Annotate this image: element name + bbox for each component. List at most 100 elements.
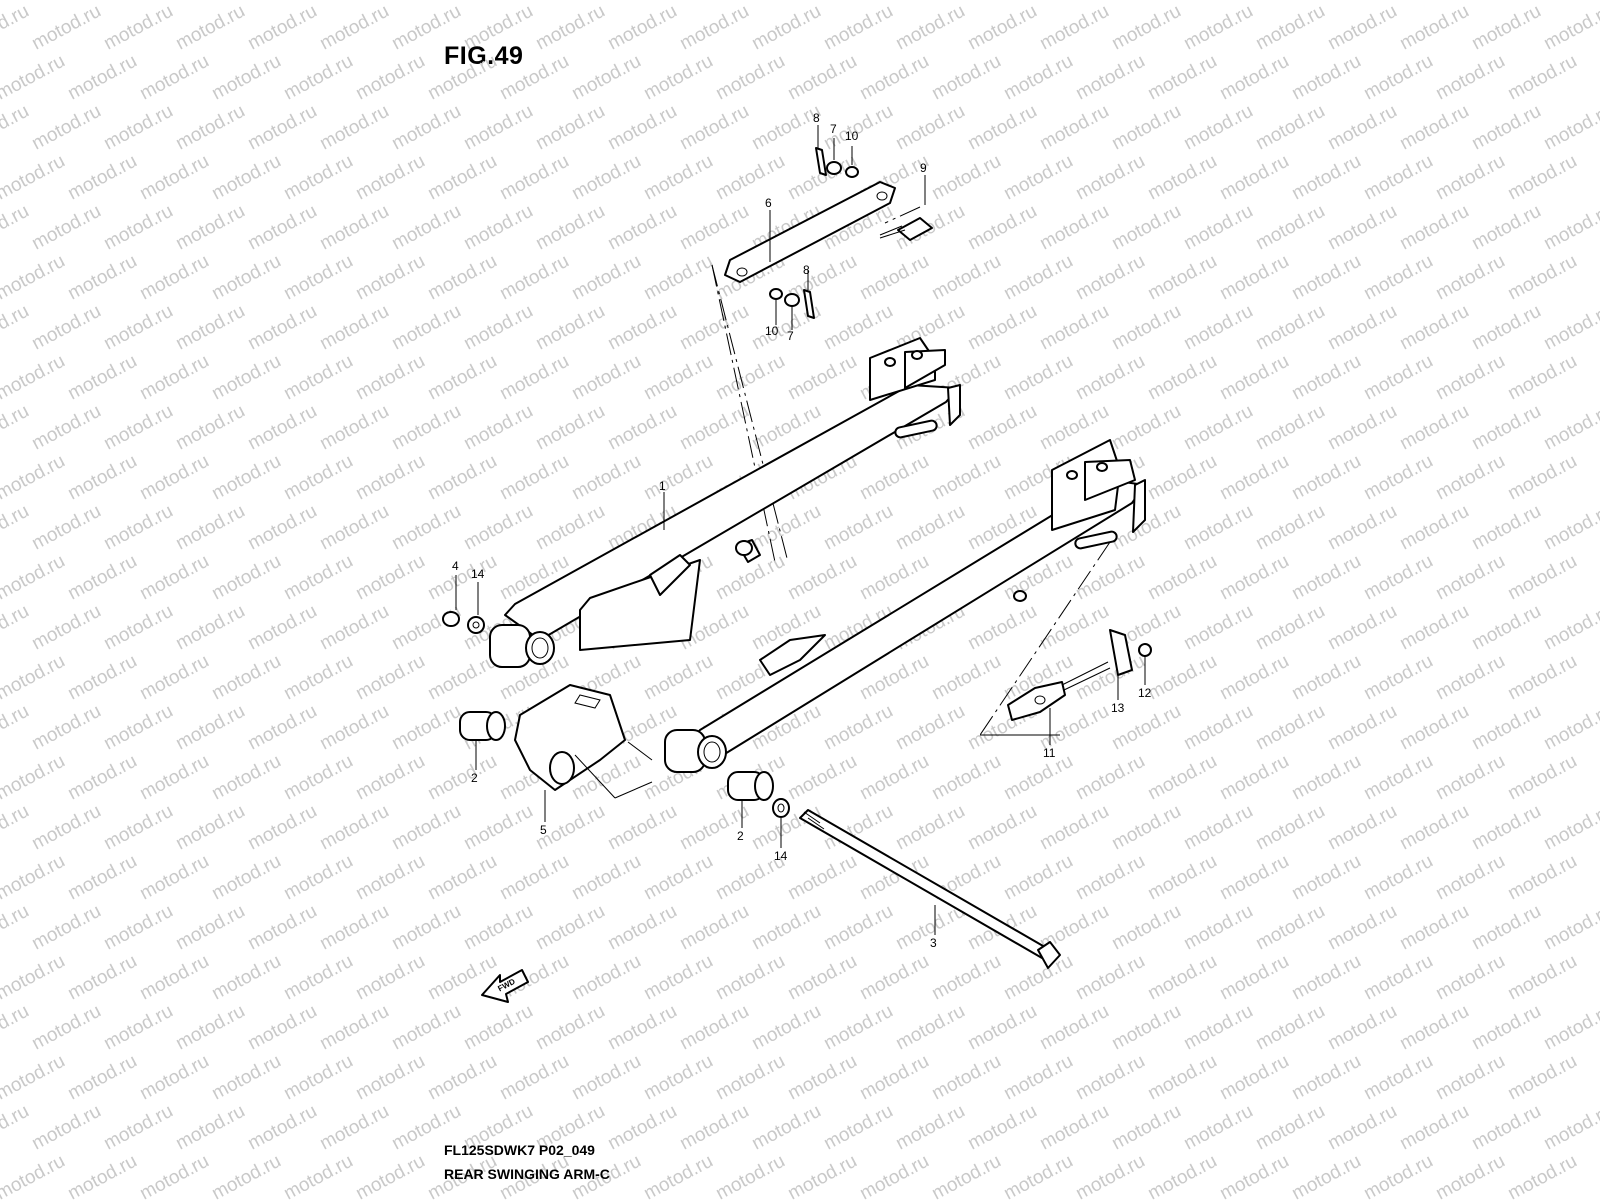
watermark-text: motod.ru	[1504, 1151, 1580, 1200]
watermark-text: motod.ru	[280, 651, 356, 705]
watermark-text: motod.ru	[820, 1101, 896, 1155]
watermark-text: motod.ru	[1072, 0, 1148, 4]
watermark-text: motod.ru	[280, 351, 356, 405]
watermark-text: motod.ru	[0, 451, 69, 505]
watermark-text: motod.ru	[1180, 701, 1256, 755]
watermark-text: motod.ru	[532, 1001, 608, 1055]
watermark-text: motod.ru	[496, 0, 572, 4]
watermark-text: motod.ru	[64, 651, 140, 705]
watermark-text: motod.ru	[100, 301, 176, 355]
watermark-text: motod.ru	[100, 701, 176, 755]
watermark-text: motod.ru	[712, 1051, 788, 1105]
watermark-text: motod.ru	[460, 401, 536, 455]
watermark-text: motod.ru	[1288, 651, 1364, 705]
watermark-text: motod.ru	[1252, 501, 1328, 555]
watermark-text: motod.ru	[1360, 1151, 1436, 1200]
watermark-text: motod.ru	[280, 1151, 356, 1200]
watermark-text: motod.ru	[676, 201, 752, 255]
watermark-text: motod.ru	[172, 901, 248, 955]
watermark-text: motod.ru	[1288, 1151, 1364, 1200]
watermark-text: motod.ru	[1072, 51, 1148, 105]
watermark-text: motod.ru	[676, 401, 752, 455]
watermark-text: motod.ru	[1504, 551, 1580, 605]
watermark-text: motod.ru	[1324, 1101, 1400, 1155]
watermark-text: motod.ru	[1468, 801, 1544, 855]
watermark-text: motod.ru	[64, 851, 140, 905]
watermark-text: motod.ru	[316, 601, 392, 655]
watermark-text: motod.ru	[676, 1001, 752, 1055]
watermark-text: motod.ru	[1144, 51, 1220, 105]
watermark-text: motod.ru	[1288, 851, 1364, 905]
watermark-text: motod.ru	[1144, 0, 1220, 4]
watermark-text: motod.ru	[604, 101, 680, 155]
watermark-text: motod.ru	[568, 851, 644, 905]
watermark-text: motod.ru	[28, 101, 104, 155]
watermark-text: motod.ru	[100, 1101, 176, 1155]
watermark-text: motod.ru	[1072, 951, 1148, 1005]
watermark-text: motod.ru	[172, 1101, 248, 1155]
watermark-text: motod.ru	[0, 51, 69, 105]
watermark-text: motod.ru	[1396, 1001, 1472, 1055]
watermark-text: motod.ru	[1108, 101, 1184, 155]
watermark-text: motod.ru	[964, 301, 1040, 355]
watermark-text: motod.ru	[568, 151, 644, 205]
watermark-text: motod.ru	[1216, 1051, 1292, 1105]
watermark-text: motod.ru	[892, 501, 968, 555]
watermark-text: motod.ru	[1180, 301, 1256, 355]
watermark-text: motod.ru	[1144, 451, 1220, 505]
watermark-text: motod.ru	[388, 801, 464, 855]
watermark-text: motod.ru	[1468, 1001, 1544, 1055]
watermark-text: motod.ru	[964, 1, 1040, 55]
watermark-text: motod.ru	[1540, 801, 1600, 855]
watermark-text: motod.ru	[1288, 451, 1364, 505]
watermark-text: motod.ru	[0, 951, 69, 1005]
callout-3: 3	[930, 936, 937, 950]
watermark-text: motod.ru	[352, 751, 428, 805]
watermark-text: motod.ru	[1360, 851, 1436, 905]
watermark-text: motod.ru	[352, 251, 428, 305]
watermark-text: motod.ru	[1252, 801, 1328, 855]
watermark-text: motod.ru	[352, 1051, 428, 1105]
callout-9: 9	[920, 161, 927, 175]
watermark-text: motod.ru	[460, 101, 536, 155]
watermark-text: motod.ru	[64, 951, 140, 1005]
watermark-text: motod.ru	[100, 201, 176, 255]
watermark-text: motod.ru	[0, 751, 69, 805]
watermark-text: motod.ru	[1540, 501, 1600, 555]
watermark-text: motod.ru	[1504, 651, 1580, 705]
watermark-text: motod.ru	[460, 501, 536, 555]
watermark-text: motod.ru	[244, 201, 320, 255]
watermark-text: motod.ru	[964, 101, 1040, 155]
watermark-text: motod.ru	[748, 1001, 824, 1055]
watermark-text: motod.ru	[928, 951, 1004, 1005]
watermark-text: motod.ru	[1540, 201, 1600, 255]
watermark-text: motod.ru	[0, 1151, 69, 1200]
watermark-text: motod.ru	[892, 101, 968, 155]
watermark-text: motod.ru	[136, 51, 212, 105]
watermark-text: motod.ru	[388, 901, 464, 955]
watermark-text: motod.ru	[136, 351, 212, 405]
watermark-text: motod.ru	[676, 1, 752, 55]
watermark-text: motod.ru	[1180, 1101, 1256, 1155]
watermark-text: motod.ru	[1432, 751, 1508, 805]
watermark-text: motod.ru	[388, 501, 464, 555]
watermark-text: motod.ru	[928, 1051, 1004, 1105]
watermark-text: motod.ru	[1180, 801, 1256, 855]
callout-10: 10	[765, 324, 779, 338]
watermark-text: motod.ru	[1036, 201, 1112, 255]
watermark-text: motod.ru	[1360, 751, 1436, 805]
watermark-text: motod.ru	[712, 151, 788, 205]
watermark-text: motod.ru	[748, 1101, 824, 1155]
watermark-text: motod.ru	[1180, 401, 1256, 455]
watermark-text: motod.ru	[1540, 401, 1600, 455]
watermark-text: motod.ru	[1468, 1, 1544, 55]
watermark-text: motod.ru	[1360, 351, 1436, 405]
watermark-text: motod.ru	[100, 801, 176, 855]
watermark-text: motod.ru	[640, 151, 716, 205]
watermark-text: motod.ru	[0, 1051, 69, 1105]
watermark-text: motod.ru	[1144, 1151, 1220, 1200]
watermark-text: motod.ru	[820, 501, 896, 555]
watermark-text: motod.ru	[1000, 251, 1076, 305]
watermark-text: motod.ru	[1252, 201, 1328, 255]
watermark-text: motod.ru	[352, 151, 428, 205]
